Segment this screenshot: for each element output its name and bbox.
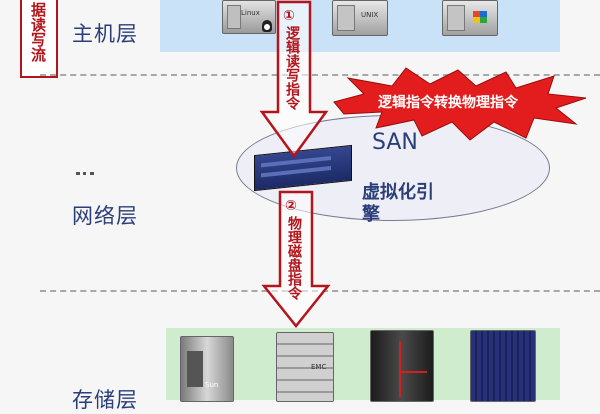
- network-dots: [76, 172, 94, 179]
- windows-logo-icon: [473, 11, 487, 23]
- emc-storage-icon: EMC: [276, 332, 334, 402]
- arrow2-label: 物理磁盘指令: [286, 216, 302, 300]
- flow-label-box: 据读写流: [20, 0, 58, 78]
- blue-storage-icon: [470, 330, 536, 402]
- arrow1-label: 逻辑读写指令: [284, 26, 300, 110]
- arrow-logical-io: [259, 0, 329, 159]
- storage-layer-label: 存储层: [72, 388, 138, 412]
- starburst-text: 逻辑指令转换物理指令: [378, 95, 518, 111]
- arrow2-number: ②: [285, 198, 297, 214]
- unix-server-icon: UNIX: [332, 0, 388, 36]
- arrow-physical-disk: [261, 190, 331, 329]
- unix-badge: UNIX: [361, 11, 379, 19]
- penguin-icon: [262, 20, 272, 32]
- hds-storage-icon: [370, 330, 434, 402]
- network-layer-label: 网络层: [72, 204, 138, 228]
- starburst-shape: [333, 67, 587, 141]
- sun-storage-icon: Sun: [180, 336, 234, 402]
- emc-badge: EMC: [311, 363, 327, 371]
- san-label: SAN: [372, 130, 418, 155]
- sun-badge: Sun: [205, 381, 219, 389]
- host-layer-label: 主机层: [72, 22, 138, 46]
- flow-label-text: 据读写流: [29, 2, 47, 62]
- linux-badge: Linux: [241, 9, 260, 17]
- windows-server-icon: [442, 0, 498, 36]
- virtualization-engine-label: 虚拟化引擎: [362, 182, 434, 225]
- divider-host-network: [40, 74, 600, 76]
- arrow1-number: ①: [283, 8, 295, 24]
